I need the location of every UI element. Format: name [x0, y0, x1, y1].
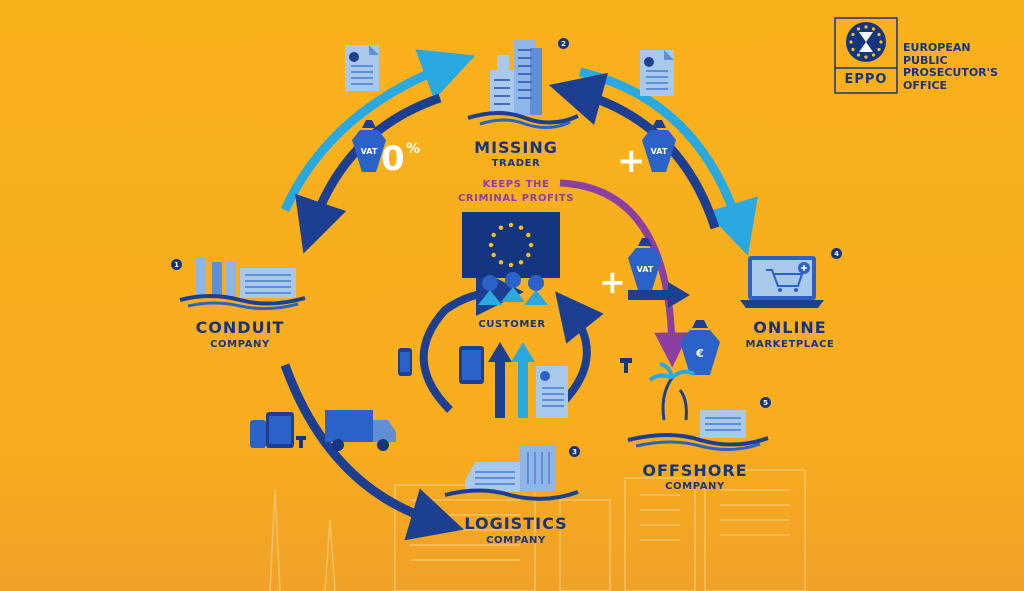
star-icon: [491, 232, 496, 238]
badge-offshore: 5: [760, 397, 771, 408]
background-cityscape: [269, 469, 806, 591]
star-icon: [856, 53, 861, 57]
star-icon: [871, 27, 876, 31]
euro-bag-label: €: [696, 347, 704, 360]
conduit-subtitle: COMPANY: [210, 339, 270, 350]
badge-conduit: 1: [171, 259, 182, 270]
goods-phones-icon: [250, 412, 306, 448]
plus-sign-right: +: [617, 141, 646, 181]
invoice-right-icon: [640, 50, 674, 96]
vat-label-right: VAT: [650, 147, 668, 156]
eppo-name: EUROPEAN PUBLIC PROSECUTOR'S OFFICE: [903, 41, 998, 92]
customer-goods-icon: [459, 342, 568, 418]
zero-percent-value: 0: [381, 139, 405, 179]
missing-trader-building-icon: [467, 40, 579, 129]
zero-percent-sign: %: [406, 141, 421, 157]
vat-label-left: VAT: [360, 147, 378, 156]
eppo-line-1: EUROPEAN: [903, 41, 971, 54]
star-icon: [851, 32, 855, 37]
badge-logistics: 3: [569, 446, 580, 457]
badge-missing-trader: 2: [558, 38, 569, 49]
offshore-title: OFFSHORE: [642, 461, 748, 480]
badge-online: 4: [831, 248, 842, 259]
arrow-conduit-to-logistics: [280, 363, 464, 541]
arrow-missing-to-online: [578, 67, 758, 256]
star-icon: [528, 242, 534, 248]
logistics-title: LOGISTICS: [464, 514, 568, 533]
star-icon: [508, 262, 514, 268]
tools-icon: [620, 358, 632, 373]
arrow-conduit-to-missing: [280, 49, 476, 212]
offshore-island-icon: [627, 362, 769, 451]
keeps-profits-line-2: CRIMINAL PROFITS: [457, 193, 575, 204]
star-icon: [871, 53, 876, 57]
vat-bag-left-icon: [352, 120, 386, 172]
invoice-left-icon: [345, 45, 379, 91]
vat-bag-right-icon: [642, 120, 676, 172]
star-icon: [864, 55, 868, 59]
eppo-logo-icon: [834, 17, 898, 94]
arrow-loop-left: [419, 268, 524, 413]
offshore-subtitle: COMPANY: [665, 481, 725, 492]
online-title: ONLINE: [753, 318, 827, 337]
logistics-warehouse-icon: [444, 445, 579, 501]
eppo-line-3: PROSECUTOR'S: [903, 66, 998, 79]
star-icon: [518, 225, 524, 230]
star-icon: [488, 242, 494, 248]
delivery-truck-icon: [325, 410, 396, 451]
star-icon: [864, 25, 868, 29]
arrow-keeps-profits: [559, 179, 690, 368]
conduit-factory-icon: [179, 257, 306, 311]
star-icon: [856, 27, 861, 31]
star-icon: [518, 260, 524, 265]
star-icon: [849, 40, 853, 44]
star-icon: [877, 47, 881, 52]
star-icon: [851, 47, 855, 52]
star-icon: [508, 222, 514, 228]
online-subtitle: MARKETPLACE: [745, 339, 835, 350]
eppo-line-4: OFFICE: [903, 78, 948, 92]
phone-icon: [398, 348, 412, 376]
missing-trader-subtitle: TRADER: [491, 158, 541, 169]
plus-sign-online: +: [599, 263, 626, 301]
eppo-acronym: EPPO: [844, 72, 888, 87]
star-icon: [526, 232, 531, 238]
star-icon: [498, 260, 504, 265]
conduit-title: CONDUIT: [195, 318, 285, 337]
star-icon: [526, 252, 531, 258]
vat-label-online: VAT: [636, 265, 654, 274]
euro-bag-icon: [680, 320, 720, 375]
vat-bag-online-icon: [628, 238, 662, 290]
customer-people-icon: [478, 272, 548, 305]
star-icon: [498, 225, 504, 230]
customer-title: CUSTOMER: [478, 319, 546, 330]
online-laptop-icon: [740, 256, 824, 308]
star-icon: [491, 252, 496, 258]
eppo-line-2: PUBLIC: [903, 53, 948, 67]
missing-trader-title: MISSING: [474, 138, 558, 157]
logistics-subtitle: COMPANY: [486, 535, 546, 546]
star-icon: [877, 32, 881, 37]
star-icon: [879, 40, 883, 44]
keeps-profits-line-1: KEEPS THE: [482, 179, 550, 190]
vat-arrow-online: [628, 282, 690, 308]
eu-flag-icon: [462, 212, 560, 278]
